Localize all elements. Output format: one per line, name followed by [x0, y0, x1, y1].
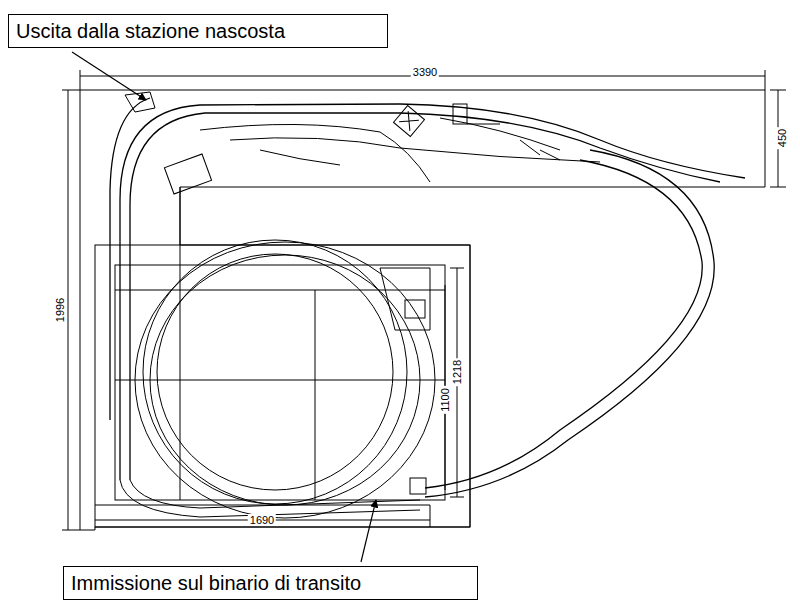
- callout-box: Uscita dalla stazione nascosta: [8, 14, 388, 48]
- dimension-label: 1690: [248, 514, 276, 526]
- dimension-label: 1100: [439, 386, 451, 414]
- dimension-label: 3390: [411, 66, 439, 78]
- dimension-label: 1996: [54, 296, 66, 324]
- callout-text: Uscita dalla stazione nascosta: [16, 18, 380, 44]
- dimension-label: 450: [776, 127, 788, 149]
- callout-box: Immissione sul binario di transito: [63, 566, 478, 600]
- dimension-label: 1218: [451, 358, 463, 386]
- callout-text: Immissione sul binario di transito: [71, 570, 470, 596]
